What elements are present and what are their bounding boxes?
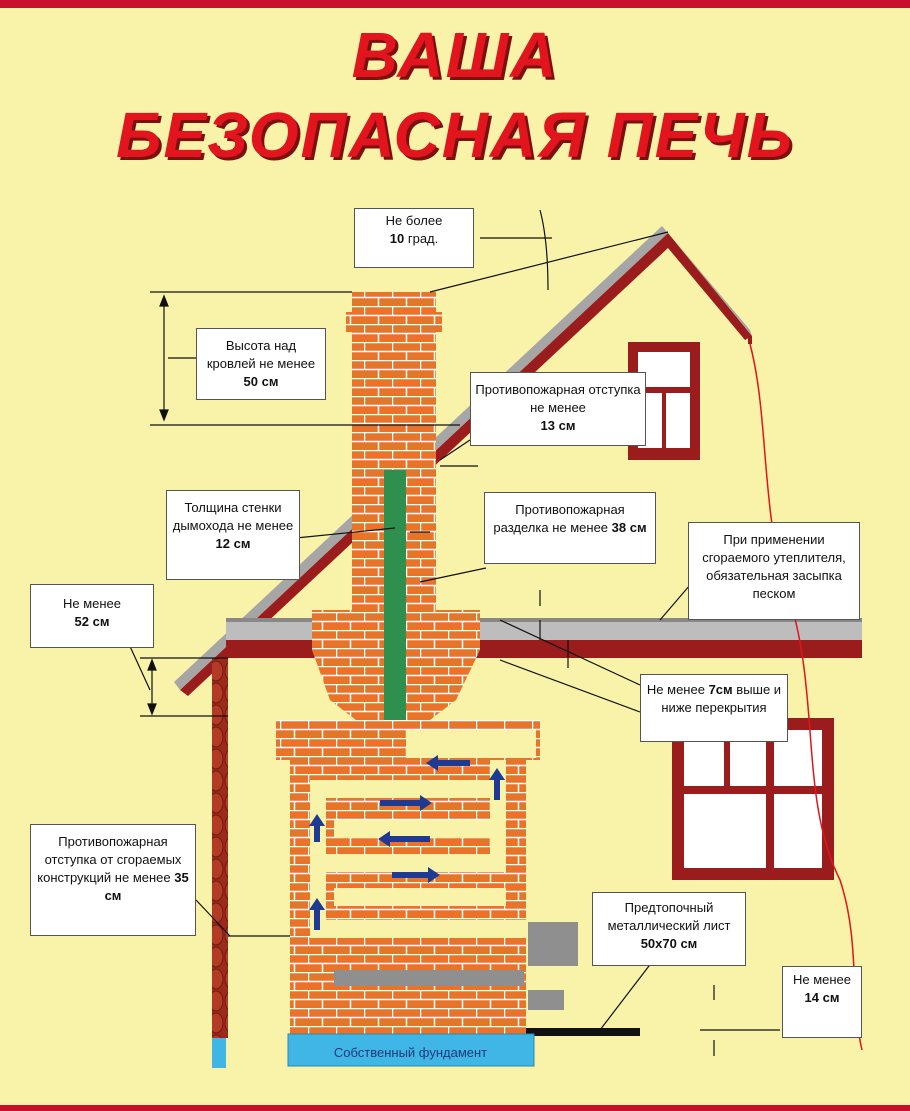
top-border	[0, 0, 910, 8]
label-roof-offset-pre: Противопожарная отступка не менее	[475, 382, 641, 415]
label-ceiling-52: Не менее 52 см	[30, 584, 154, 648]
bottom-border	[0, 1105, 910, 1111]
label-separation-pre: Противопожарная разделка не менее	[493, 502, 625, 535]
label-metal-sheet-pre: Предтопочный металлический лист	[607, 900, 731, 933]
label-floor-14-value: 14 см	[804, 990, 840, 1005]
label-separation: Противопожарная разделка не менее 38 см	[484, 492, 656, 564]
label-metal-sheet-value: 50х70 см	[640, 936, 698, 951]
label-chimney-height-pre: Высота над кровлей не менее	[206, 338, 316, 371]
wire	[749, 343, 863, 1051]
log-wall	[212, 658, 228, 1038]
label-chimney-height-value: 50 см	[243, 374, 279, 389]
label-wall-thickness-pre: Толщина стенки дымохода не менее	[172, 500, 294, 533]
grate	[334, 970, 524, 986]
title-line-1: ВАША	[351, 19, 559, 91]
label-wall-offset-value: 35 см	[104, 870, 189, 903]
foundation-label: Собственный фундамент	[333, 1045, 488, 1060]
label-overlap-7: Не менее 7см выше и ниже перекрытия	[640, 674, 788, 742]
label-overlap-7-value: 7см	[708, 682, 733, 697]
label-roof-offset: Противопожарная отступка не менее 13 см	[470, 372, 646, 446]
label-roof-angle-value: 10	[389, 231, 405, 246]
label-wall-thickness: Толщина стенки дымохода не менее 12 см	[166, 490, 300, 580]
firebox-door	[528, 922, 578, 966]
label-roof-angle-post: град.	[407, 231, 439, 246]
label-separation-value: 38 см	[611, 520, 647, 535]
label-floor-14: Не менее 14 см	[782, 966, 862, 1038]
title-line-2: БЕЗОПАСНАЯ ПЕЧЬ	[116, 99, 794, 171]
label-wall-thickness-value: 12 см	[215, 536, 251, 551]
foundation	[287, 1033, 535, 1067]
ash-door	[528, 990, 564, 1010]
wall-foundation	[212, 1038, 226, 1068]
label-roof-angle-pre: Не более	[385, 213, 443, 228]
stove	[276, 720, 640, 1067]
label-wall-offset-pre: Противопожарная отступка от сгораемых ко…	[37, 834, 182, 885]
label-roof-offset-value: 13 см	[540, 418, 576, 433]
label-chimney-height: Высота над кровлей не менее 50 см	[196, 328, 326, 400]
label-roof-angle: Не более 10 град.	[354, 208, 474, 268]
label-floor-14-pre: Не менее	[792, 972, 852, 987]
metal-sheet	[526, 1028, 640, 1036]
label-wall-offset: Противопожарная отступка от сгораемых ко…	[30, 824, 196, 936]
label-overlap-7-post: выше и ниже перекрытия	[661, 682, 782, 715]
chimney	[312, 292, 480, 720]
dimension-lines	[127, 209, 780, 1056]
label-ceiling-52-pre: Не менее	[62, 596, 122, 611]
label-ceiling-52-value: 52 см	[74, 614, 110, 629]
label-metal-sheet: Предтопочный металлический лист 50х70 см	[592, 892, 746, 966]
label-insulation: При применении сгораемого утеплителя, об…	[688, 522, 860, 620]
lower-window	[672, 718, 834, 880]
label-overlap-7-pre: Не менее	[646, 682, 705, 697]
label-insulation-text: При применении сгораемого утеплителя, об…	[702, 532, 846, 601]
flow-arrows	[309, 755, 505, 930]
